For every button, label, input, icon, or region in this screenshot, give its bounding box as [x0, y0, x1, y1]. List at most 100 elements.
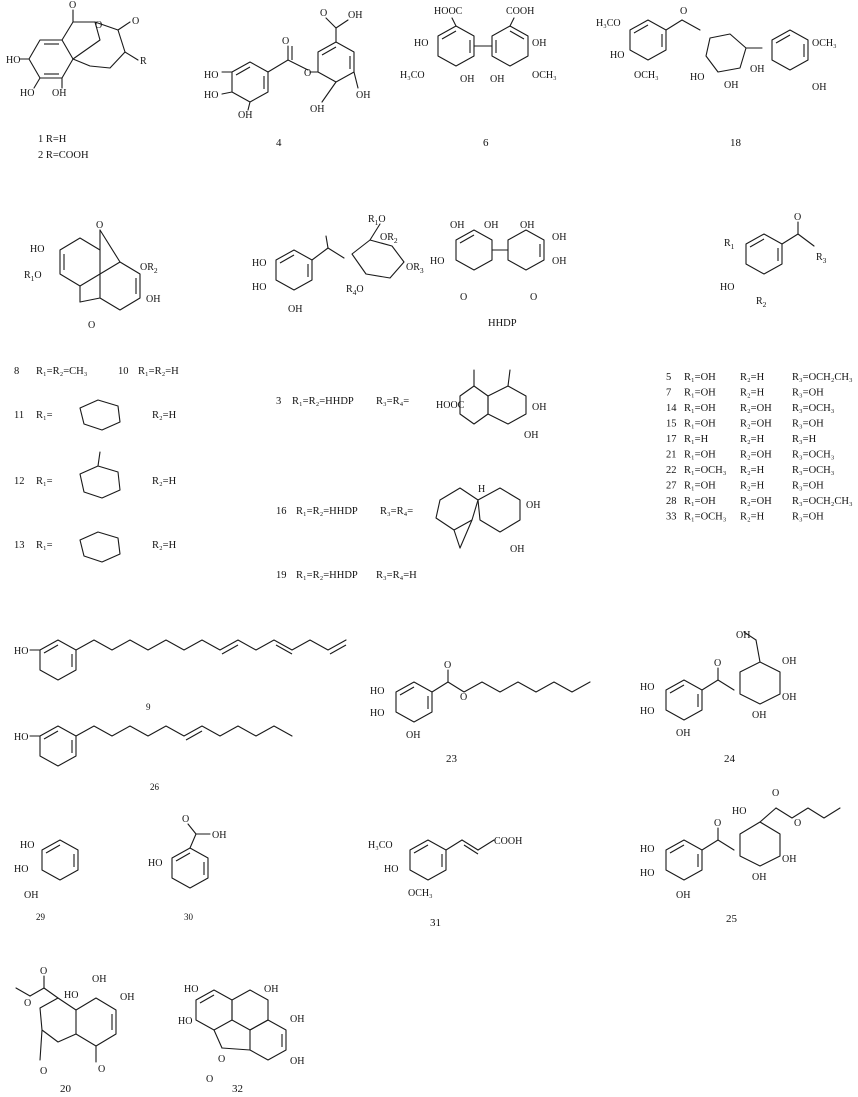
- table-cell: R₃=OH: [792, 388, 824, 399]
- atom-H3CO: H₃CO: [400, 70, 425, 81]
- atom-OH: OH: [532, 402, 546, 413]
- table-cell: R₃=OCH₃: [792, 450, 835, 461]
- structure-32: HO HO OH OH OH O O 32: [178, 984, 304, 1095]
- compound-number-4: 4: [276, 137, 282, 149]
- atom-HO: HO: [178, 1016, 192, 1027]
- atom-OH: OH: [484, 220, 498, 231]
- table-row-number: 7: [666, 388, 671, 399]
- atom-OH: OH: [490, 74, 504, 85]
- atom-OH: OH: [782, 656, 796, 667]
- table-cell: R₁=OH: [684, 481, 716, 492]
- structure-ellagitannin-core: R1O OR2 OR3 R4O HO HO OH OH OH OH OH HO …: [252, 214, 566, 329]
- table-row-number: 33: [666, 512, 677, 523]
- structure-1-2: O O O R HO HO OH 1 R=H 2 R=COOH: [6, 0, 147, 161]
- series-num: 12: [14, 476, 25, 487]
- compound-number-6: 6: [483, 137, 489, 149]
- atom-OH: OH: [520, 220, 534, 231]
- table-row-number: 5: [666, 372, 671, 383]
- structure-4: O O OH O OH OH HO HO OH 4: [204, 8, 370, 149]
- atom-OCH3: OCH₃: [634, 70, 659, 81]
- series-num: 13: [14, 540, 25, 551]
- atom-OH: OH: [406, 730, 420, 741]
- series-num: 19: [276, 570, 287, 581]
- table-cell: R₃=H: [792, 434, 817, 445]
- series-r2: R₂=H: [152, 410, 177, 421]
- compound-number-30: 30: [184, 912, 194, 922]
- atom-H: H: [478, 484, 485, 495]
- atom-OH: OH: [212, 830, 226, 841]
- atom-H3CO: H₃CO: [596, 18, 621, 29]
- atom-OH: OH: [238, 110, 252, 121]
- table-cell: R₁=OCH₃: [684, 512, 727, 523]
- atom-OH: OH: [736, 630, 750, 641]
- table-cell: R₂=H: [740, 372, 765, 383]
- compound-number-24: 24: [724, 753, 736, 765]
- table-cell: R₁=OH: [684, 419, 716, 430]
- atom-OCH3: OCH₃: [812, 38, 837, 49]
- compound-number-26: 26: [150, 782, 160, 792]
- structure-ellagic-core: O O HO OH OR2 R1O: [24, 220, 160, 331]
- atom-OH: OH: [290, 1014, 304, 1025]
- structure-phenolic-core: O R1 R3 HO R2: [720, 212, 827, 309]
- atom-R: R: [140, 56, 147, 67]
- atom-OH: OH: [552, 256, 566, 267]
- atom-O: O: [98, 1064, 105, 1075]
- atom-OH: OH: [552, 232, 566, 243]
- table-cell: R₃=OH: [792, 419, 824, 430]
- series-text: R₁=R₂=HHDP: [296, 570, 358, 581]
- series-text: R₁=: [36, 410, 53, 421]
- series-text: R₁=R₂=CH₃: [36, 366, 88, 377]
- atom-OH: OH: [676, 890, 690, 901]
- structure-9: HO 9: [14, 639, 347, 712]
- table-cell: R₁=OH: [684, 403, 716, 414]
- table-row-number: 22: [666, 465, 677, 476]
- series-text: R₁=: [36, 476, 53, 487]
- atom-R4O: R4O: [346, 284, 364, 297]
- atom-OH: OH: [120, 992, 134, 1003]
- atom-O: O: [88, 320, 95, 331]
- atom-OH: OH: [264, 984, 278, 995]
- compound-number-29: 29: [36, 912, 46, 922]
- structure-25: O HO O O OH OH HO HO OH 25: [640, 788, 841, 925]
- atom-O: O: [680, 6, 687, 17]
- atom-OH: OH: [348, 10, 362, 21]
- compound-number-23: 23: [446, 753, 458, 765]
- structure-26: HO 26: [14, 725, 293, 792]
- hhdp-label: HHDP: [488, 318, 517, 329]
- atom-OH: OH: [752, 872, 766, 883]
- table-cell: R₁=OH: [684, 450, 716, 461]
- series-text: R₁=R₂=H: [138, 366, 179, 377]
- atom-O: O: [772, 788, 779, 799]
- atom-HO: HO: [720, 282, 734, 293]
- table-cell: R₃=OCH₃: [792, 403, 835, 414]
- atom-OH: OH: [532, 38, 546, 49]
- atom-O: O: [794, 818, 801, 829]
- series-text: R₁=: [36, 540, 53, 551]
- compound-number-9: 9: [146, 702, 151, 712]
- table-row-number: 14: [666, 403, 677, 414]
- series-r2: R₂=H: [152, 476, 177, 487]
- atom-OH: OH: [782, 854, 796, 865]
- table-cell: R₂=OH: [740, 496, 772, 507]
- table-cell: R₂=OH: [740, 403, 772, 414]
- atom-OH: OH: [510, 544, 524, 555]
- atom-OH: OH: [356, 90, 370, 101]
- table-cell: R₂=H: [740, 481, 765, 492]
- atom-OCH3: OCH₃: [408, 888, 433, 899]
- atom-HOOC: HOOC: [436, 400, 465, 411]
- atom-OH: OH: [526, 500, 540, 511]
- atom-HO: HO: [14, 732, 28, 743]
- table-cell: R₂=OH: [740, 419, 772, 430]
- table-cell: R₃=OCH₃: [792, 465, 835, 476]
- atom-R1: R1: [724, 238, 735, 251]
- atom-OH: OH: [52, 88, 66, 99]
- atom-HO: HO: [384, 864, 398, 875]
- series-num: 11: [14, 410, 24, 421]
- atom-O: O: [132, 16, 139, 27]
- atom-O: O: [24, 998, 31, 1009]
- atom-O: O: [460, 692, 467, 703]
- atom-O: O: [218, 1054, 225, 1065]
- atom-O: O: [95, 20, 102, 31]
- compound-label-2: 2 R=COOH: [38, 150, 89, 161]
- atom-HO: HO: [640, 844, 654, 855]
